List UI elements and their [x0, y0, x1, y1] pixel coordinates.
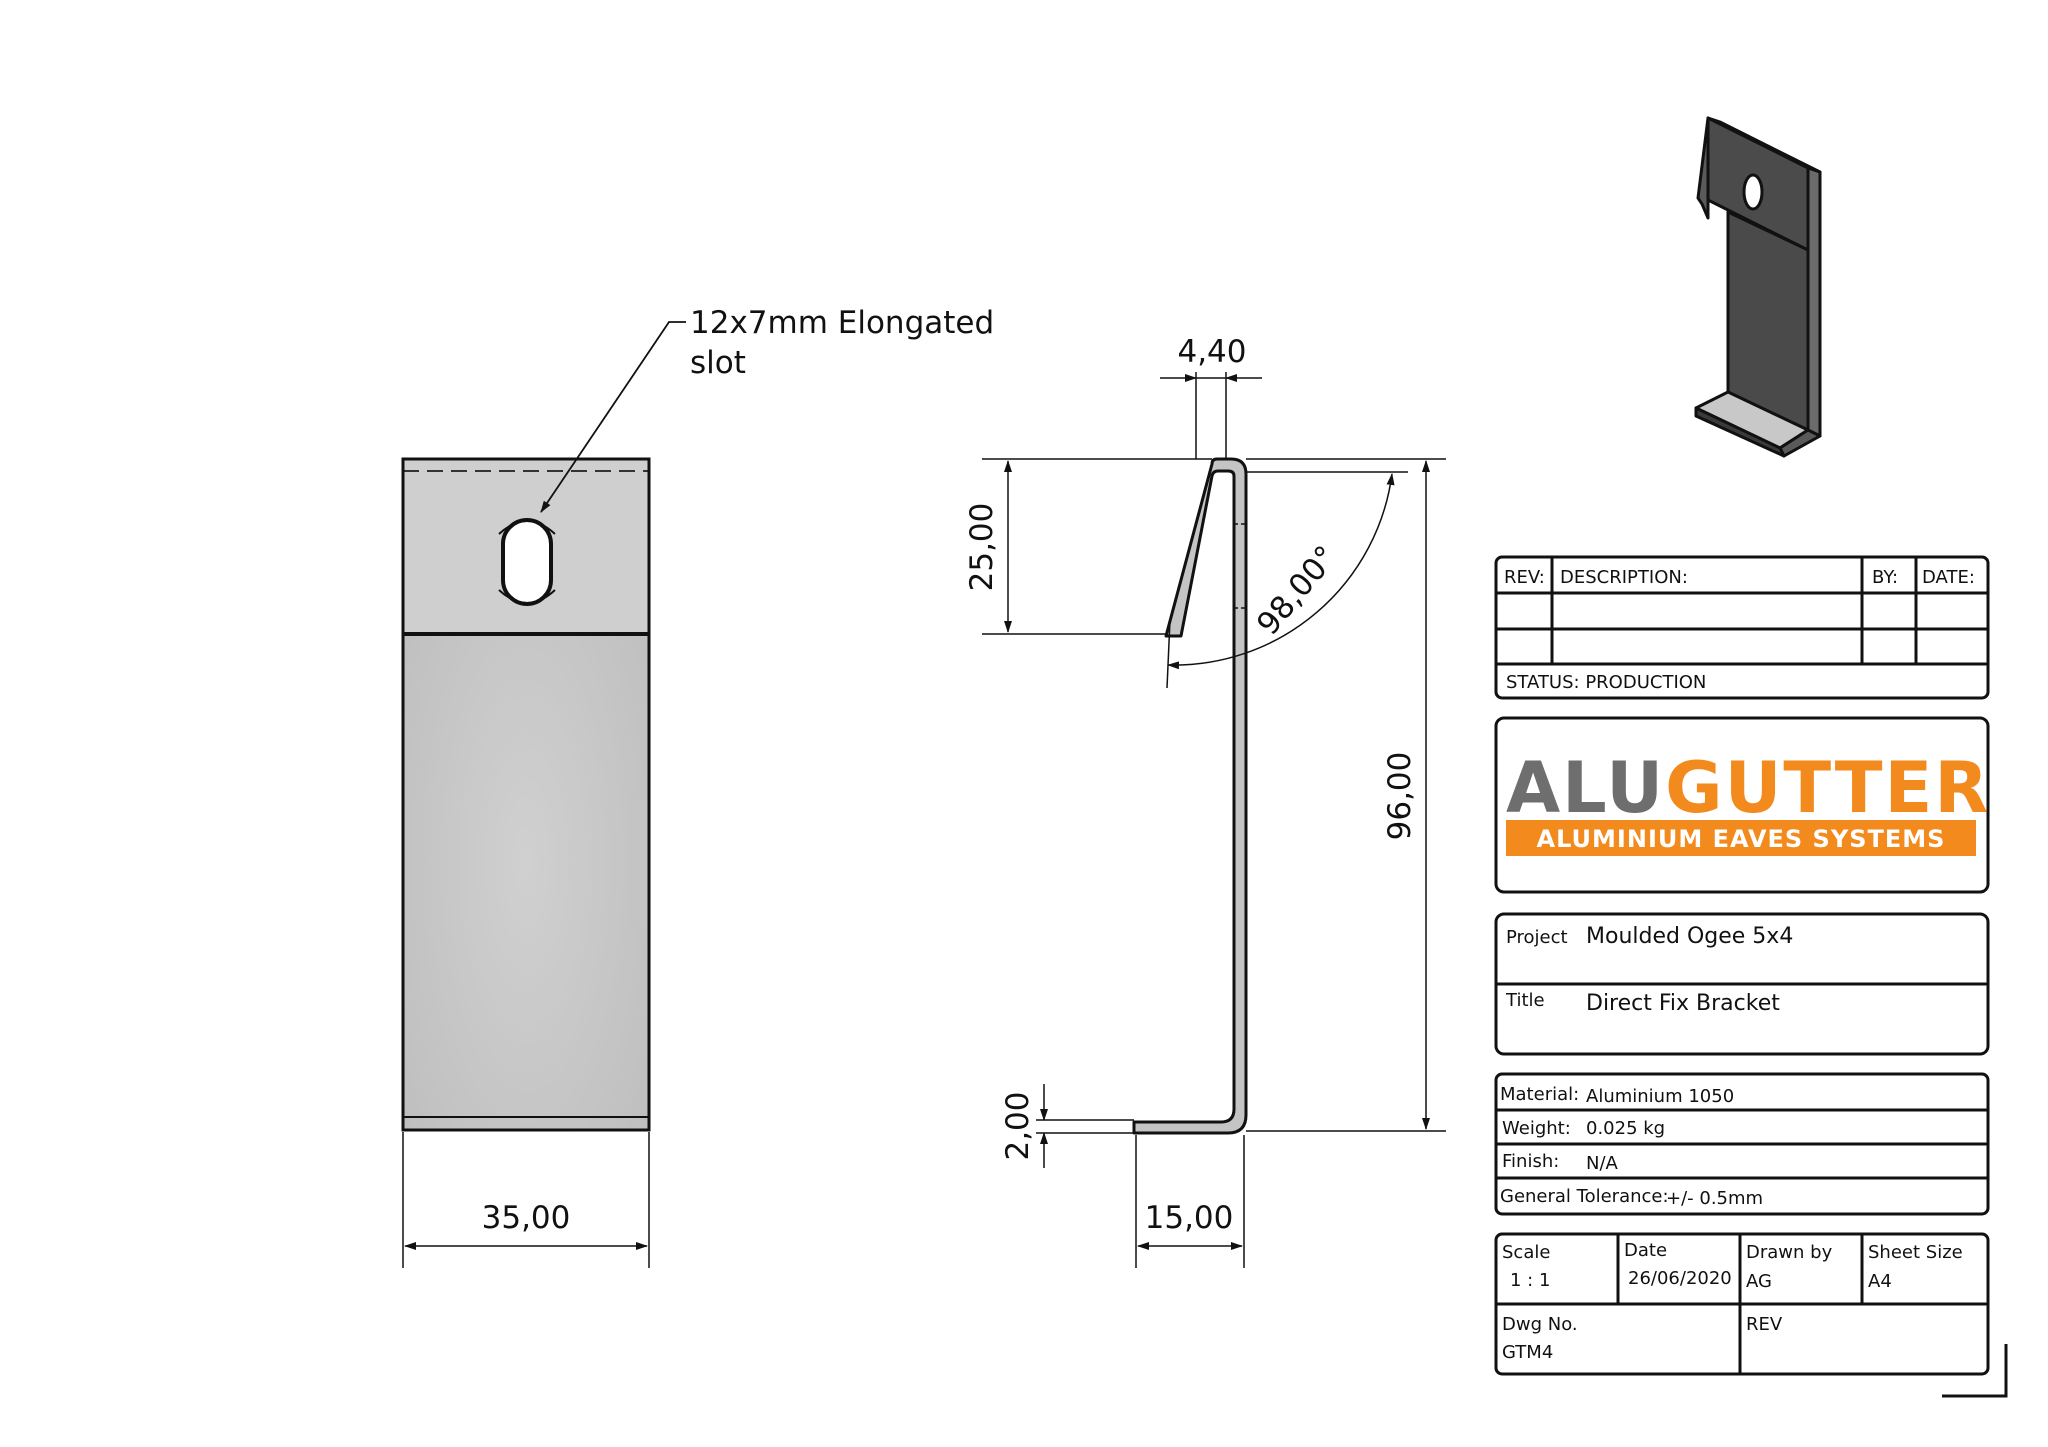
- slot-note-line2: slot: [690, 345, 746, 381]
- dimension-foot-thickness: 2,00: [1000, 1084, 1134, 1168]
- dimension-foot-length: 15,00: [1135, 1135, 1245, 1268]
- dim-width-label: 35,00: [482, 1200, 571, 1236]
- dim-upper-height-label: 25,00: [964, 503, 1000, 592]
- logo-tagline: ALUMINIUM EAVES SYSTEMS: [1537, 825, 1946, 853]
- drawn-by-value: AG: [1746, 1271, 1772, 1292]
- dim-foot-length-label: 15,00: [1145, 1200, 1234, 1236]
- weight-label: Weight:: [1502, 1118, 1571, 1139]
- dimension-upper-height: 25,00: [964, 458, 1212, 635]
- rev-header: REV:: [1504, 567, 1545, 588]
- scale-label: Scale: [1502, 1242, 1550, 1263]
- dwg-no-value: GTM4: [1502, 1342, 1553, 1363]
- project-value: Moulded Ogee 5x4: [1586, 924, 1793, 949]
- material-block: Material: Aluminium 1050 Weight: 0.025 k…: [1494, 1072, 1990, 1216]
- logo-alu: ALU: [1506, 747, 1665, 829]
- dimension-total-height: 96,00: [1246, 458, 1446, 1132]
- info-block: Scale 1 : 1 Date 26/06/2020 Drawn by AG …: [1494, 1232, 1990, 1376]
- side-view: [1132, 457, 1248, 1135]
- date-header: DATE:: [1922, 567, 1975, 588]
- dimension-thickness: 4,40: [1160, 334, 1262, 459]
- frame-corner-mark: [1942, 1344, 2008, 1398]
- title-value: Direct Fix Bracket: [1586, 991, 1780, 1016]
- front-view: [401, 457, 651, 1132]
- dim-total-height-label: 96,00: [1382, 752, 1418, 841]
- elongated-slot: [501, 518, 553, 606]
- logo-wordmark: ALUGUTTER: [1506, 747, 1990, 829]
- isometric-view: [1694, 116, 1822, 458]
- rev-label: REV: [1746, 1314, 1783, 1335]
- by-header: BY:: [1872, 567, 1898, 588]
- material-label: Material:: [1500, 1084, 1579, 1105]
- company-logo: ALUGUTTER ALUMINIUM EAVES SYSTEMS: [1494, 716, 1990, 894]
- tolerance-label: General Tolerance:: [1500, 1186, 1669, 1207]
- title-label: Title: [1505, 990, 1545, 1011]
- finish-value: N/A: [1586, 1153, 1619, 1174]
- material-value: Aluminium 1050: [1586, 1086, 1734, 1107]
- project-block: Project Moulded Ogee 5x4 Title Direct Fi…: [1494, 912, 1990, 1056]
- date-label: Date: [1624, 1240, 1667, 1261]
- status-text: STATUS: PRODUCTION: [1506, 672, 1706, 693]
- drawn-by-label: Drawn by: [1746, 1242, 1833, 1263]
- dwg-no-label: Dwg No.: [1502, 1314, 1578, 1335]
- dimension-width: 35,00: [402, 1132, 650, 1268]
- finish-label: Finish:: [1502, 1151, 1559, 1172]
- slot-note-line1: 12x7mm Elongated: [690, 305, 994, 341]
- description-header: DESCRIPTION:: [1560, 567, 1688, 588]
- logo-gutter: GUTTER: [1665, 747, 1990, 829]
- slot-annotation: 12x7mm Elongated slot: [540, 305, 994, 513]
- sheet-size-label: Sheet Size: [1868, 1242, 1963, 1263]
- revision-table: REV: DESCRIPTION: BY: DATE: STATUS: PROD…: [1494, 555, 1990, 700]
- dim-foot-thickness-label: 2,00: [1000, 1091, 1036, 1160]
- tolerance-value: +/- 0.5mm: [1666, 1188, 1763, 1209]
- dim-thickness-label: 4,40: [1177, 334, 1246, 370]
- sheet-size-value: A4: [1868, 1271, 1892, 1292]
- weight-value: 0.025 kg: [1586, 1118, 1665, 1139]
- scale-value: 1 : 1: [1510, 1270, 1550, 1291]
- date-value: 26/06/2020: [1628, 1268, 1732, 1289]
- project-label: Project: [1506, 927, 1568, 948]
